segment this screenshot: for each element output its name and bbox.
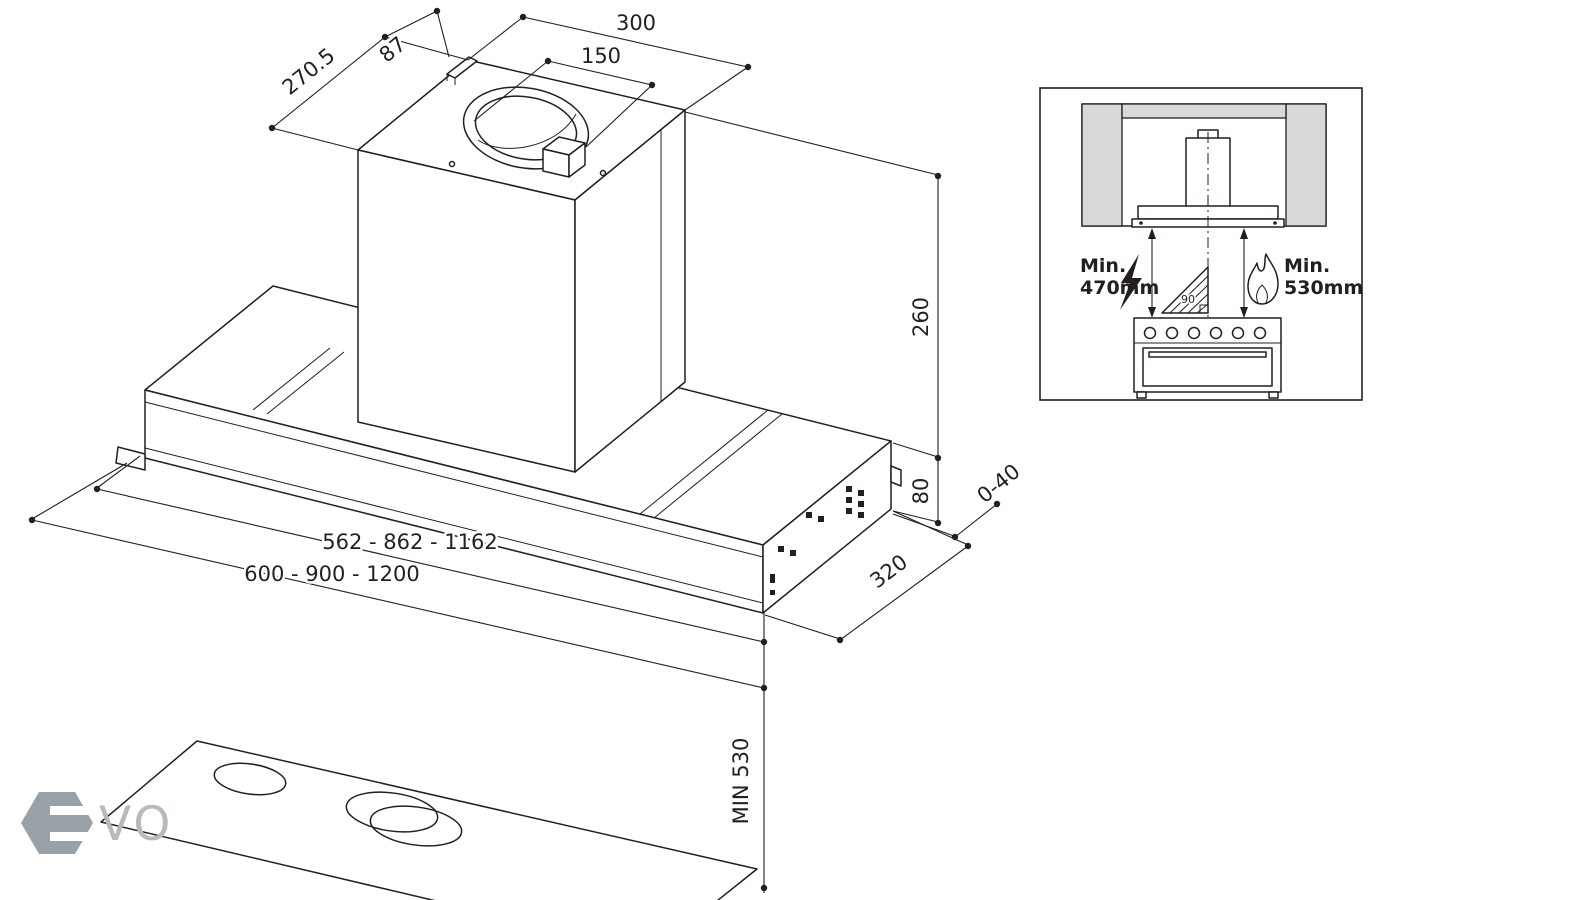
worktop-outline bbox=[100, 740, 758, 900]
dim-overall-widths: 600 - 900 - 1200 bbox=[244, 562, 419, 586]
dimension-lines bbox=[28, 7, 1001, 893]
dim-depth-top: 270.5 bbox=[278, 43, 340, 99]
flange-tab bbox=[446, 56, 478, 79]
clearance-arrows bbox=[1148, 228, 1248, 318]
dimension-end-dots bbox=[28, 7, 1001, 892]
screw-hole bbox=[448, 160, 456, 168]
connector-box bbox=[542, 136, 586, 178]
dim-recess-gap: 0-40 bbox=[973, 459, 1025, 508]
hood-body-right-face bbox=[762, 440, 892, 614]
chimney-front-face bbox=[357, 149, 576, 473]
dim-cutout-widths: 562 - 862 - 1162 bbox=[322, 530, 497, 554]
gas-clearance-value: 530mm bbox=[1284, 277, 1363, 299]
logo-hexagon-e-icon bbox=[21, 792, 93, 854]
chimney-duct-box bbox=[357, 56, 686, 473]
burner-circle bbox=[345, 791, 439, 833]
dim-top-width: 300 bbox=[616, 11, 656, 35]
set-square-triangle: 90 bbox=[1161, 266, 1209, 314]
dim-body-height: 80 bbox=[909, 478, 933, 505]
mounting-tab bbox=[890, 465, 902, 487]
connector-holes bbox=[770, 486, 864, 595]
dim-flange-offset: 87 bbox=[375, 32, 411, 67]
clearance-inset: Min. 470mm Min. 530mm 90 bbox=[1039, 87, 1363, 401]
burner-circle bbox=[213, 762, 287, 796]
burner-circle bbox=[369, 805, 463, 847]
left-bracket bbox=[115, 446, 146, 471]
lightning-bolt-icon bbox=[1120, 254, 1142, 310]
electric-clearance-value: 470mm bbox=[1080, 277, 1159, 299]
dim-chimney-height: 260 bbox=[909, 297, 933, 337]
dim-min-clearance: MIN 530 bbox=[729, 738, 753, 825]
brand-logo: VO bbox=[21, 792, 173, 854]
electric-clearance-label: Min. bbox=[1080, 255, 1126, 277]
chimney-right-face bbox=[574, 109, 686, 473]
angle-label: 90 bbox=[1181, 293, 1195, 306]
dim-body-depth: 320 bbox=[866, 550, 912, 593]
dim-duct-diameter: 150 bbox=[581, 44, 621, 68]
inset-stove bbox=[1133, 317, 1282, 399]
gas-clearance-label: Min. bbox=[1284, 255, 1330, 277]
flame-icon bbox=[1247, 253, 1279, 305]
screw-hole bbox=[599, 169, 607, 177]
logo-text: VO bbox=[99, 797, 173, 852]
